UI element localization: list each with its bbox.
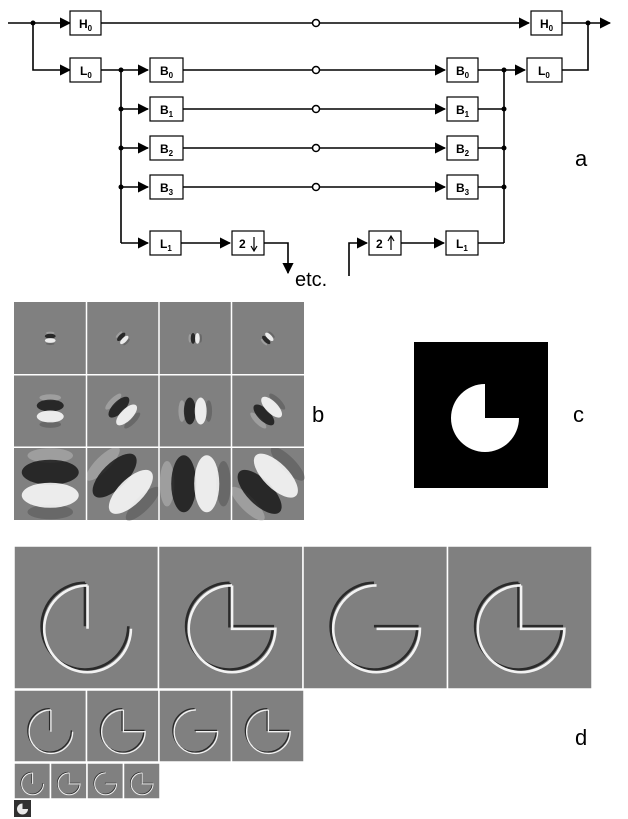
box-l0-out: L0 (526, 57, 563, 83)
subband-edge (329, 581, 422, 674)
kernel-cell (159, 455, 231, 513)
box-b1-in: B1 (149, 96, 184, 122)
kernel-cell (36, 394, 64, 428)
box-b0-in: B0 (149, 57, 184, 83)
subband-edge (57, 771, 81, 796)
svg-text:B1: B1 (160, 103, 174, 119)
box-l1-out: L1 (445, 230, 479, 256)
band-lines (118, 64, 447, 249)
kernel-cell (230, 446, 305, 521)
band-bus-right (478, 64, 527, 244)
lowpass-return-line (562, 23, 589, 71)
subband-edge (20, 771, 45, 796)
subband-edge (172, 707, 219, 755)
kernel-cell (115, 331, 130, 346)
kernel-cell (105, 393, 141, 429)
svg-text:B1: B1 (456, 103, 470, 119)
filter-kernels-grid (14, 302, 305, 521)
box-b2-in: B2 (149, 135, 184, 161)
box-l1-in: L1 (149, 230, 182, 256)
svg-text:L0: L0 (538, 64, 550, 80)
box-b1-out: B1 (446, 96, 479, 122)
svg-text:B0: B0 (456, 64, 470, 80)
kernel-cell (260, 331, 275, 346)
input-image (414, 342, 548, 488)
panel-label-c: c (573, 402, 584, 427)
subband-cell (158, 689, 233, 763)
box-h0-in: H0 (69, 10, 102, 36)
pie-shape (451, 384, 519, 452)
subband-cell (85, 689, 160, 763)
subband-edge (27, 707, 74, 755)
highpass-node (311, 18, 321, 28)
subband-edge (93, 771, 118, 796)
svg-text:L1: L1 (160, 237, 172, 253)
subband-cell (230, 689, 305, 763)
subband-cell (86, 762, 125, 800)
box-downsample: 2 (231, 230, 265, 256)
panel-label-d: d (575, 725, 587, 750)
pyramid-output (13, 545, 593, 817)
kernel-cell (21, 448, 79, 520)
svg-text:B3: B3 (160, 181, 174, 197)
subband-edge (473, 581, 566, 674)
kernel-cell (85, 446, 160, 521)
panel-label-b: b (312, 402, 324, 427)
subband-edge (184, 581, 277, 674)
kernel-cell (188, 332, 202, 344)
subband-edge (99, 707, 146, 755)
kernel-cell (250, 393, 286, 429)
svg-text:B2: B2 (456, 142, 470, 158)
etc-to-up-line (348, 237, 369, 276)
down-to-etc-line (264, 242, 294, 275)
svg-text:H0: H0 (79, 17, 93, 33)
kernel-cell (44, 331, 56, 346)
subband-cell (13, 689, 88, 763)
box-b3-in: B3 (149, 174, 184, 200)
svg-text:L0: L0 (80, 64, 92, 80)
svg-text:2: 2 (376, 237, 383, 251)
subband-edge (40, 581, 133, 674)
subband-edge (244, 707, 291, 755)
subband-cell (302, 545, 449, 690)
lowpass-branch-line (32, 23, 72, 76)
box-b2-out: B2 (446, 135, 479, 161)
etc-label: etc. (295, 269, 327, 291)
svg-text:B2: B2 (160, 142, 174, 158)
box-upsample: 2 (368, 230, 402, 256)
svg-text:B0: B0 (160, 64, 174, 80)
box-h0-out: H0 (530, 10, 563, 36)
panel-label-a: a (575, 146, 588, 171)
lowpass-residual-pie (17, 803, 28, 815)
filter-bank-diagram: H0 H0 L0 L0 B0 B1 B2 B3 (8, 10, 612, 291)
svg-text:H0: H0 (540, 17, 554, 33)
kernel-cell (178, 397, 213, 425)
subband-edge (130, 771, 154, 796)
svg-text:B3: B3 (456, 181, 470, 197)
box-l0-in: L0 (69, 57, 102, 83)
box-b0-out: B0 (446, 57, 479, 83)
svg-text:L1: L1 (456, 237, 468, 253)
svg-text:2: 2 (239, 237, 246, 251)
box-b3-out: B3 (446, 174, 479, 200)
